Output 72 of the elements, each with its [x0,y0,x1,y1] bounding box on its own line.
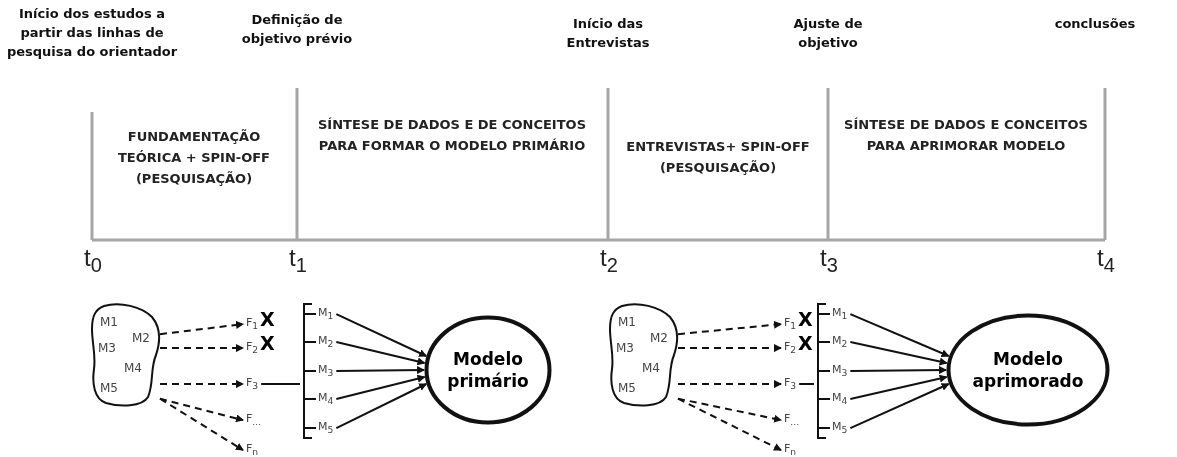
cross-mark: X [798,309,813,329]
time-label: t$_{4}$ [1097,244,1115,277]
phase-text: SÍNTESE DE DADOS E CONCEITOS PARA APRIMORAR MODELO [843,116,1089,155]
model-title: Modelo aprimorado [971,348,1085,392]
model-label: M2 [650,331,668,345]
cross-mark: X [798,333,813,353]
arrow [335,313,428,357]
arrow [159,380,244,389]
arrow [159,397,244,452]
model-label: M$_{3}$ [318,363,334,380]
model-label: M$_{2}$ [318,334,334,351]
arrow [159,397,244,423]
cross-mark: X [260,309,275,329]
phase-text: SÍNTESE DE DADOS E DE CONCEITOS PARA FORMAR O MODELO PRIMÁRIO [317,116,587,155]
model-label: M$_{1}$ [318,306,334,323]
arrow [849,383,950,430]
arrow [849,366,947,375]
arrow [677,380,782,389]
brace-connector [798,303,831,440]
time-label: t$_{0}$ [84,244,102,277]
model-label: M$_{5}$ [318,420,334,437]
model-label: M5 [100,381,118,395]
factor-label: F$_{2}$ [246,340,259,357]
milestone-text: Início dos estudos a partir das linhas de pesquisa do orientador [5,5,179,61]
model-label: M5 [618,381,636,395]
factor-label: F$_{2}$ [784,340,797,357]
time-label: t$_{1}$ [289,244,307,277]
factor-label: F$_{...}$ [784,412,800,429]
brace-connector [260,303,317,440]
model-label: M$_{4}$ [832,391,848,408]
milestone-text: Ajuste de objetivo [792,15,864,52]
factor-label: F$_{n}$ [784,442,797,457]
arrow [849,313,950,357]
factor-label: F$_{...}$ [246,412,262,429]
arrow [849,374,948,401]
model-label: M4 [124,361,142,375]
arrow [677,397,782,452]
model-label: M$_{1}$ [832,306,848,323]
arrow [677,344,782,353]
cross-mark: X [260,333,275,353]
model-label: M3 [616,341,634,355]
arrow [335,383,428,430]
arrow [335,341,426,366]
factor-label: F$_{1}$ [784,316,797,333]
model-label: M1 [100,315,118,329]
model-title: Modelo primário [446,348,530,392]
arrow [849,341,948,366]
model-label: M1 [618,315,636,329]
factor-label: F$_{1}$ [246,316,259,333]
arrow [335,374,426,401]
model-label: M$_{2}$ [832,334,848,351]
factor-label: F$_{3}$ [246,376,259,393]
model-label: M2 [132,331,150,345]
model-label: M$_{5}$ [832,420,848,437]
time-label: t$_{3}$ [820,244,838,277]
arrow [159,344,244,353]
factor-label: F$_{n}$ [246,442,259,457]
arrow [335,366,425,375]
time-label: t$_{2}$ [600,244,618,277]
arrow [159,320,244,336]
milestone-text: conclusões [1053,15,1137,33]
model-label: M3 [98,341,116,355]
model-label: M$_{3}$ [832,363,848,380]
milestone-text: Definição de objetivo prévio [240,11,354,48]
arrow [677,397,782,423]
phase-text: ENTREVISTAS+ SPIN-OFF (PESQUISAÇÃO) [625,138,811,177]
model-label: M4 [642,361,660,375]
milestone-text: Início das Entrevistas [565,15,651,52]
model-label: M$_{4}$ [318,391,334,408]
arrow [677,320,782,336]
factor-label: F$_{3}$ [784,376,797,393]
phase-text: FUNDAMENTAÇÃO TEÓRICA + SPIN-OFF (PESQUISAÇÃO) [117,128,271,188]
